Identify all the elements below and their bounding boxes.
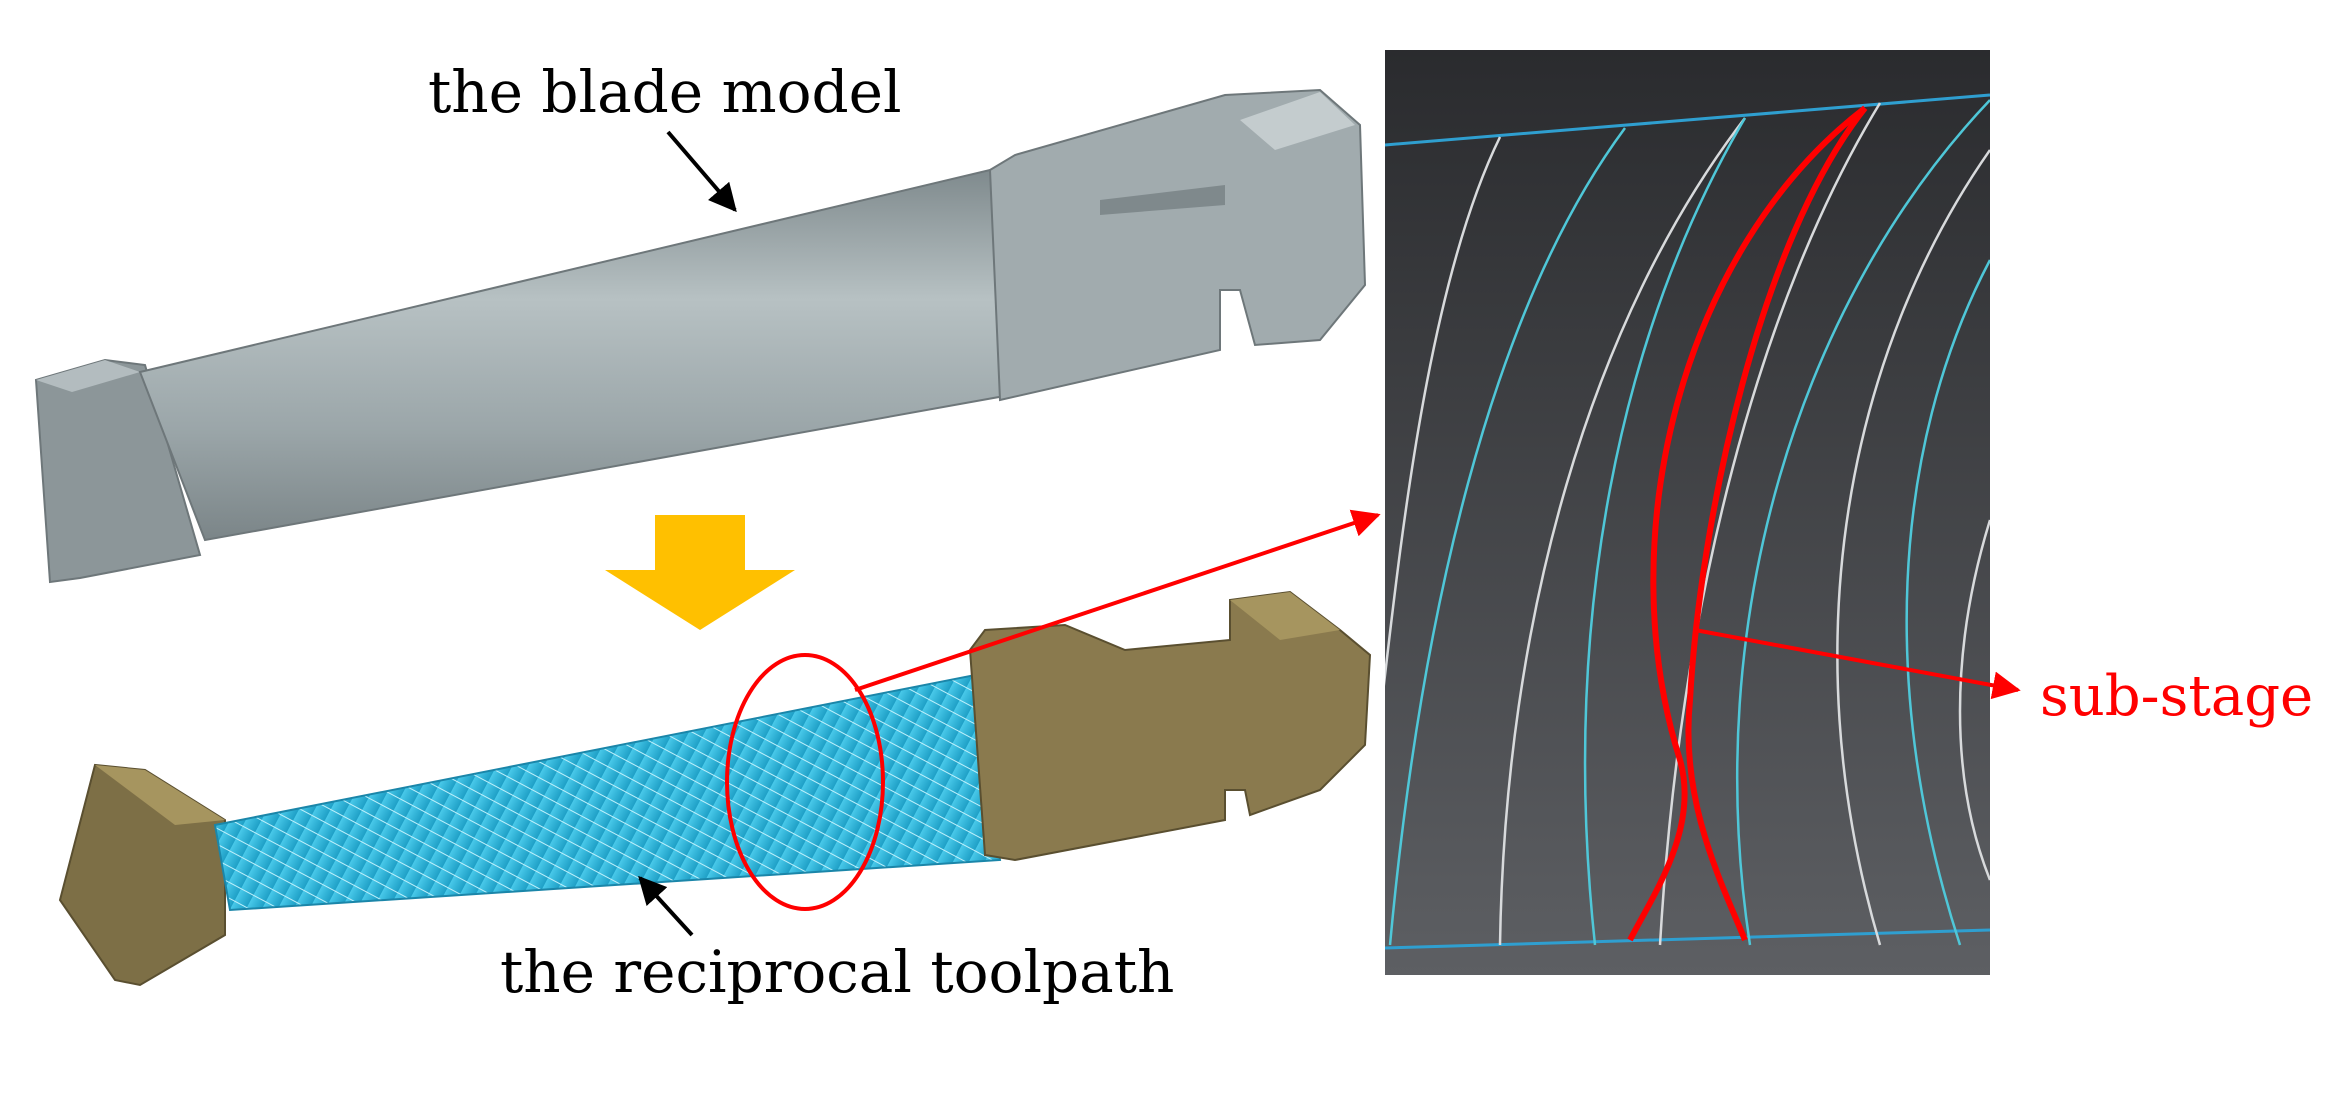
toolpath-model: [58, 590, 1372, 987]
zoom-panel: [1385, 50, 1990, 975]
toolpath-arrow: [638, 875, 694, 937]
blade-model-arrow: [666, 130, 737, 213]
substage-curve-left: [1627, 105, 1867, 942]
down-arrow-icon: [605, 515, 795, 630]
blade-model: [34, 88, 1367, 584]
substage-arrow: [1694, 628, 2021, 700]
blade-model-label: the blade model: [428, 58, 902, 126]
substage-label: sub-stage: [2040, 664, 2313, 729]
zoom-connector-arrow: [854, 509, 1381, 692]
toolpath-label: the reciprocal toolpath: [500, 938, 1174, 1006]
highlight-ellipse: [725, 653, 885, 911]
substage-curve-right: [1685, 106, 1868, 942]
